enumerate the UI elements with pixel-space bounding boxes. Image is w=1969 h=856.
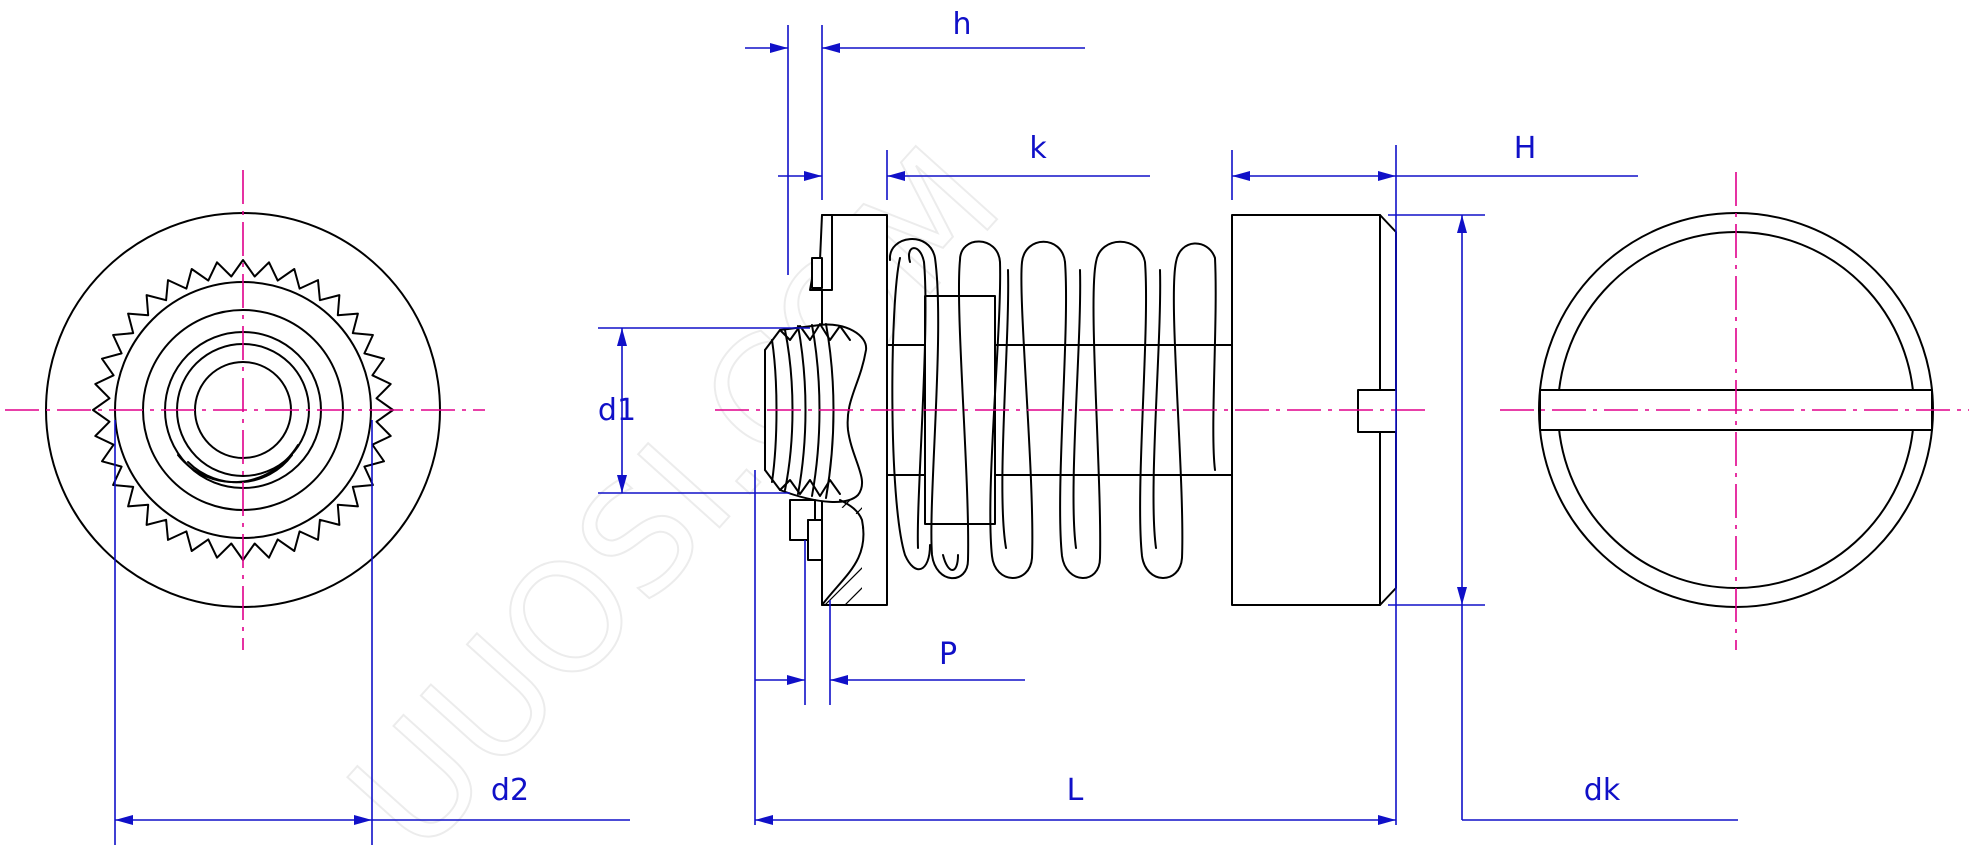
dim-label-k: k bbox=[1029, 131, 1047, 166]
spring-coil-inner-2 bbox=[942, 554, 959, 571]
dim-label-d1: d1 bbox=[598, 393, 636, 428]
thread-crest-zig-bottom bbox=[779, 479, 841, 497]
compression-spring bbox=[888, 238, 1217, 580]
thread-flank-3 bbox=[797, 325, 807, 495]
head-end-view bbox=[1500, 172, 1969, 650]
assembly-side-view bbox=[715, 214, 1430, 606]
dim-label-d2: d2 bbox=[491, 773, 529, 808]
dimension-P: P bbox=[754, 470, 1025, 825]
break-line bbox=[821, 499, 865, 606]
section-step bbox=[807, 519, 823, 561]
dim-label-h: h bbox=[952, 7, 971, 42]
dim-label-P: P bbox=[939, 637, 957, 672]
thread-crest-zig bbox=[779, 323, 851, 341]
spring-coil-inner-1 bbox=[908, 247, 927, 549]
spring-coil-back bbox=[891, 257, 931, 571]
knurl-ring bbox=[92, 259, 394, 561]
dimension-h-inner bbox=[778, 171, 822, 181]
spring-coil-5 bbox=[1152, 269, 1162, 549]
dim-label-dk: dk bbox=[1584, 773, 1621, 808]
dim-label-L: L bbox=[1067, 773, 1084, 808]
dimension-d2: d2 bbox=[114, 420, 630, 845]
spring-coil-1 bbox=[888, 238, 1066, 580]
spring-coil-2 bbox=[1001, 269, 1010, 549]
spring-coil-3 bbox=[1059, 240, 1217, 579]
head-slot bbox=[1357, 389, 1396, 433]
nut-end-view bbox=[5, 170, 485, 650]
clinch-ring bbox=[811, 257, 823, 289]
dimension-L: L bbox=[755, 773, 1396, 825]
dimension-H: H bbox=[1231, 131, 1638, 825]
dim-label-H: H bbox=[1514, 131, 1537, 166]
dimension-k: k bbox=[886, 131, 1150, 200]
dimension-h: h bbox=[745, 7, 1085, 275]
dimension-d1: d1 bbox=[598, 327, 810, 494]
spring-coil-4 bbox=[1072, 269, 1082, 549]
dimension-dk: dk bbox=[1388, 214, 1738, 821]
